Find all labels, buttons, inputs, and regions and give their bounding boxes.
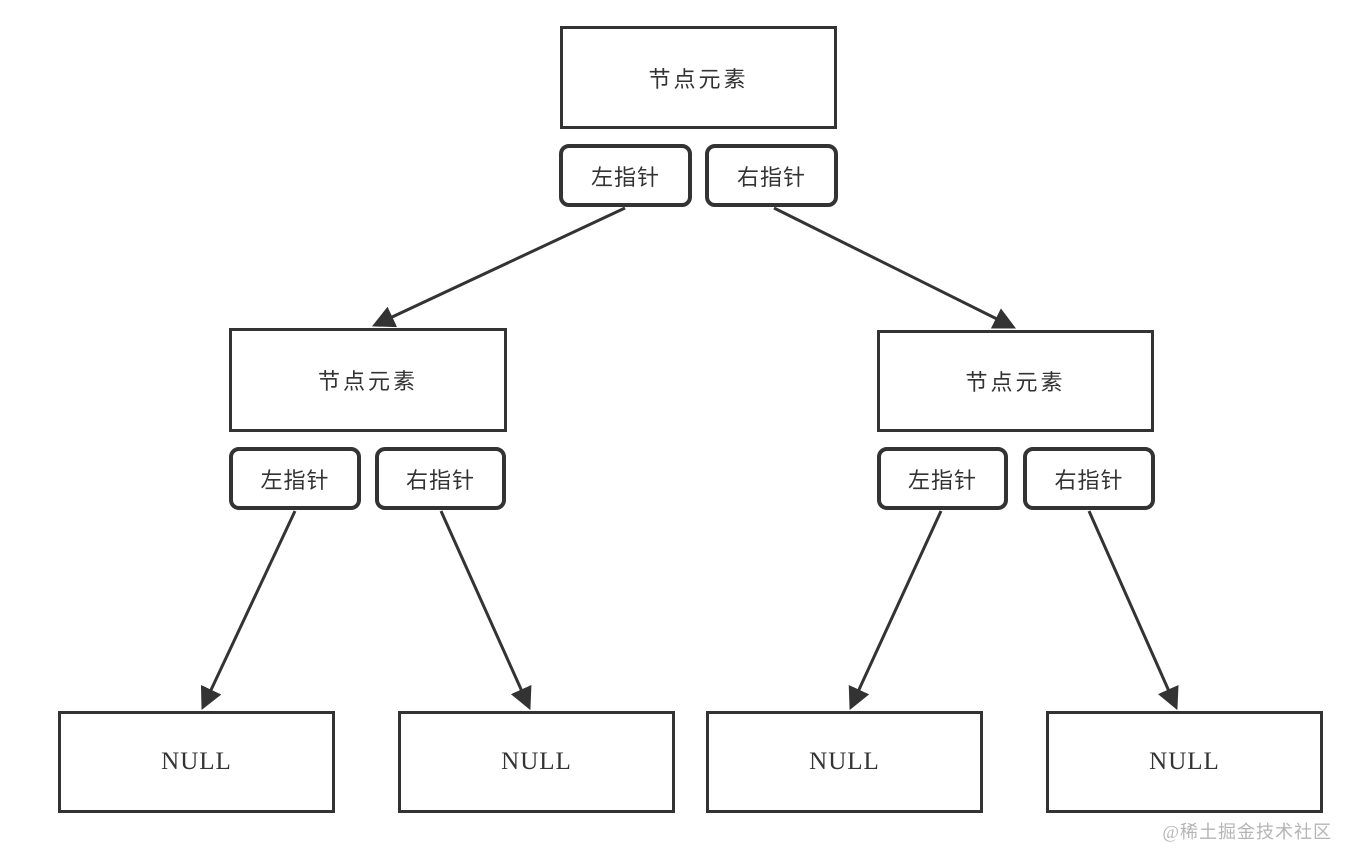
right-child-left-pointer-label: 左指针	[907, 467, 977, 493]
null-leaf-label-1: NULL	[161, 748, 232, 775]
right-child-node-element-box: 节点元素	[877, 330, 1154, 432]
root-node-element-box: 节点元素	[560, 26, 837, 129]
null-leaf-box-4: NULL	[1046, 711, 1323, 813]
arrow-left-child-right-to-null-2	[439, 510, 532, 711]
root-node-element-label: 节点元素	[648, 66, 749, 92]
left-child-right-pointer-box: 右指针	[375, 447, 506, 510]
null-leaf-label-4: NULL	[1149, 748, 1220, 775]
left-child-right-pointer-label: 右指针	[405, 467, 475, 493]
arrow-right-child-left-to-null-3	[848, 510, 943, 711]
watermark-text: @稀土掘金技术社区	[1162, 822, 1332, 842]
root-right-pointer-box: 右指针	[705, 144, 838, 207]
null-leaf-box-3: NULL	[706, 711, 983, 813]
arrow-root-right-to-right-child	[773, 206, 1017, 329]
left-child-left-pointer-box: 左指针	[229, 447, 361, 510]
right-child-node-element-label: 节点元素	[965, 370, 1066, 395]
null-leaf-label-2: NULL	[501, 748, 572, 775]
arrow-right-child-right-to-null-4	[1087, 510, 1179, 711]
right-child-right-pointer-box: 右指针	[1023, 447, 1155, 510]
left-child-node-element-box: 节点元素	[229, 328, 507, 432]
right-child-right-pointer-label: 右指针	[1054, 467, 1124, 493]
root-left-pointer-box: 左指针	[559, 144, 692, 207]
arrow-root-left-to-left-child	[371, 206, 626, 328]
left-child-left-pointer-label: 左指针	[260, 467, 330, 493]
null-leaf-label-3: NULL	[809, 748, 880, 775]
left-child-node-element-label: 节点元素	[317, 369, 418, 394]
null-leaf-box-2: NULL	[398, 711, 675, 813]
right-child-left-pointer-box: 左指针	[877, 447, 1008, 510]
root-right-pointer-label: 右指针	[736, 164, 806, 190]
null-leaf-box-1: NULL	[58, 711, 335, 813]
root-left-pointer-label: 左指针	[590, 164, 660, 190]
arrow-left-child-left-to-null-1	[200, 510, 297, 711]
